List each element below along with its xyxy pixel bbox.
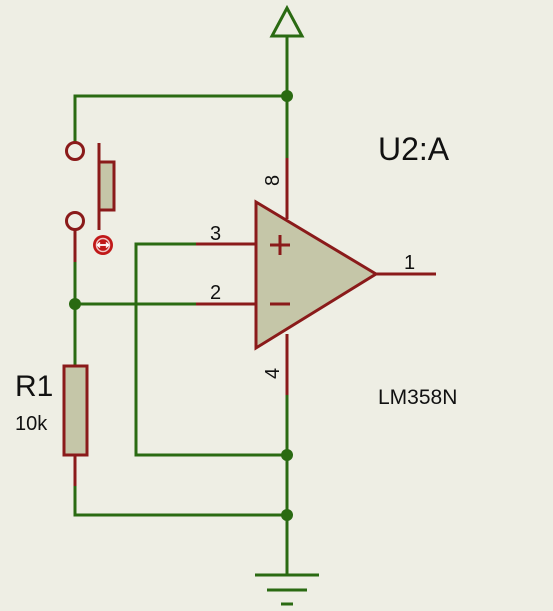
pin-label-minus: 2 xyxy=(210,282,221,304)
pin-label-plus: 3 xyxy=(210,223,221,245)
power-supply-terminal[interactable] xyxy=(269,4,305,38)
opamp-u2a[interactable]: 3 2 1 8 4 U2:A LM358N xyxy=(196,131,457,409)
ground-symbol[interactable] xyxy=(255,573,319,606)
resistor-body xyxy=(62,364,89,457)
pin-label-vcc: 8 xyxy=(262,175,284,186)
opamp-body xyxy=(254,199,379,351)
junction-dot xyxy=(281,509,293,521)
switch-terminal-top xyxy=(65,141,85,161)
junction-dot xyxy=(281,449,293,461)
junction-dot xyxy=(281,90,293,102)
junctions xyxy=(69,90,293,521)
resistor-r1[interactable]: R1 10k xyxy=(15,362,89,486)
opamp-value-label: LM358N xyxy=(378,386,457,409)
pin-label-out: 1 xyxy=(404,252,415,274)
pushbutton-switch[interactable] xyxy=(65,137,116,262)
resistor-ref-label: R1 xyxy=(15,370,53,403)
switch-actuator xyxy=(97,160,116,212)
junction-dot xyxy=(69,298,81,310)
pin-label-gnd: 4 xyxy=(262,368,284,379)
wires xyxy=(73,34,289,576)
opamp-ref-label: U2:A xyxy=(378,131,450,167)
switch-terminal-bottom xyxy=(65,211,85,231)
resistor-value-label: 10k xyxy=(15,413,48,435)
